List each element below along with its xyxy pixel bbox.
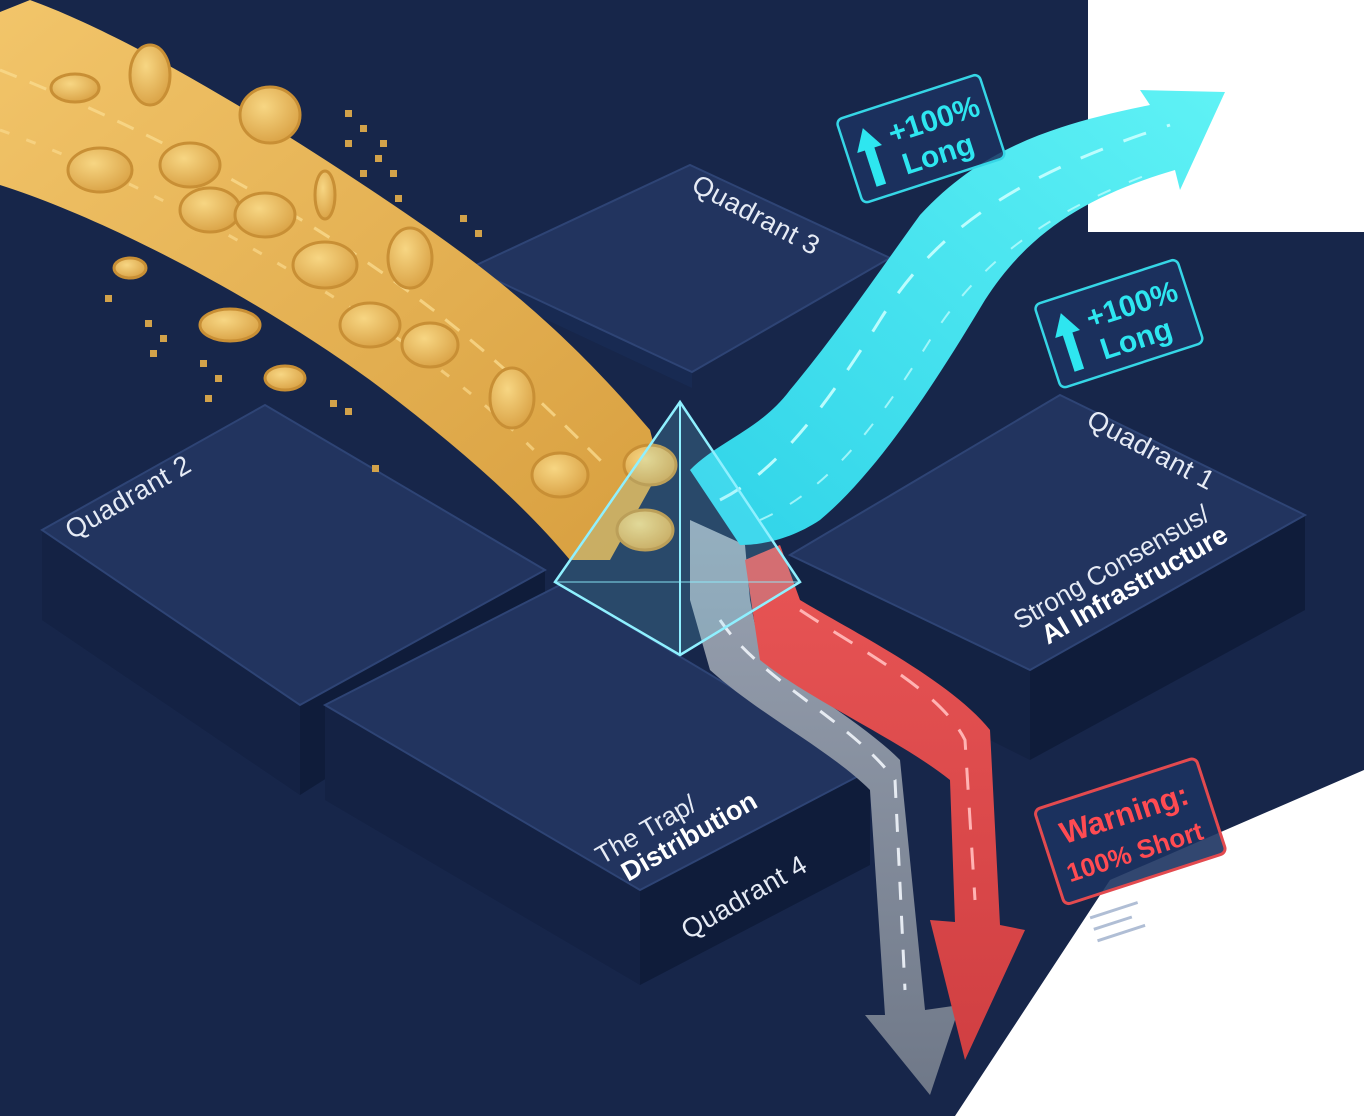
- short-arrow: [745, 545, 1025, 1060]
- quadrant-1-tile: [787, 393, 1308, 760]
- platform: [40, 163, 1308, 985]
- long-arrow: [690, 90, 1225, 545]
- up-arrow-icon: [857, 128, 887, 187]
- coin-icon: [49, 43, 678, 552]
- gold-stream: [0, 0, 678, 560]
- quadrant-4-tile: [322, 583, 873, 985]
- pixel-particles: [105, 110, 482, 472]
- text-lines-icon: [1089, 901, 1146, 943]
- up-arrow-icon: [1055, 313, 1085, 372]
- long-badge-2: +100% Long: [1034, 258, 1204, 389]
- prism-icon: [553, 399, 802, 657]
- neutral-arrow: [690, 520, 960, 1095]
- long-badge-1: +100% Long: [836, 73, 1006, 204]
